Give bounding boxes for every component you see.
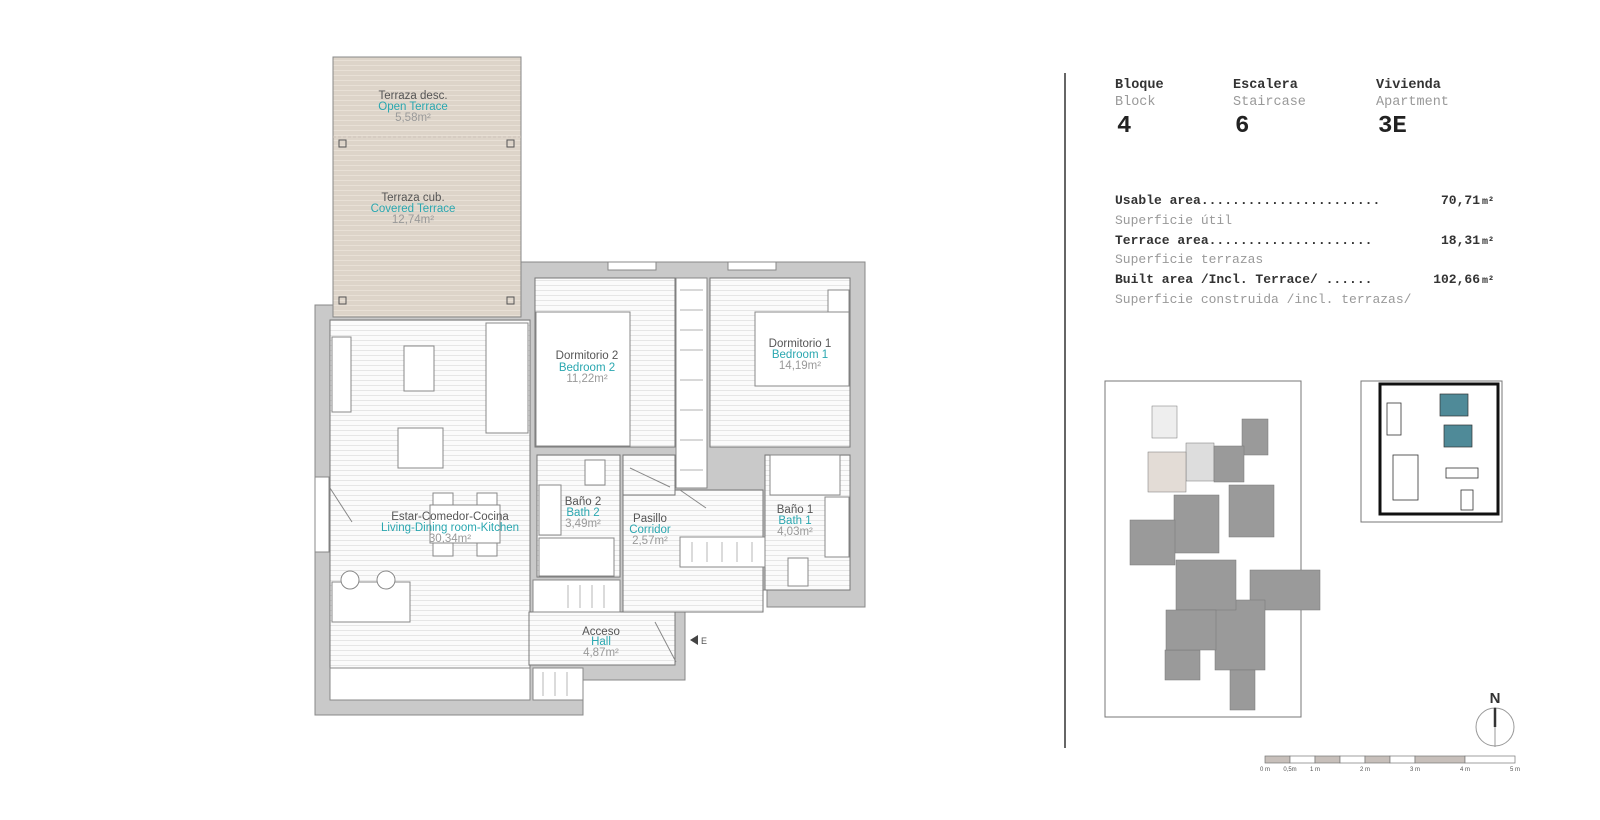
svg-text:m²: m² <box>1482 237 1494 248</box>
svg-text:102,66: 102,66 <box>1433 272 1480 287</box>
svg-text:1 m: 1 m <box>1310 767 1320 773</box>
svg-text:Built area /Incl. Terrace/ ...: Built area /Incl. Terrace/ ...... <box>1115 272 1372 287</box>
svg-text:Bloque: Bloque <box>1115 78 1164 93</box>
svg-text:11,22m²: 11,22m² <box>566 373 608 385</box>
wardrobe-column <box>675 277 708 489</box>
room-label-bath-2: Baño 2 Bath 2 3,49m² <box>565 496 601 530</box>
room-label-living: Estar-Comedor-Cocina Living-Dining room-… <box>381 511 519 545</box>
svg-text:Usable area...................: Usable area....................... <box>1115 193 1380 208</box>
svg-text:Terraza cub.: Terraza cub. <box>381 192 444 204</box>
site-plan <box>1360 380 1503 523</box>
entrance-marker: E <box>690 635 707 646</box>
svg-text:Terrace area..................: Terrace area..................... <box>1115 233 1372 248</box>
corridor-upper-floor <box>622 454 676 496</box>
svg-text:4: 4 <box>1117 113 1131 140</box>
svg-text:Bath 2: Bath 2 <box>566 507 599 519</box>
room-label-bath-1: Baño 1 Bath 1 4,03m² <box>777 504 813 538</box>
furniture <box>314 261 850 623</box>
svg-text:Dormitorio 2: Dormitorio 2 <box>556 350 619 362</box>
wardrobe-hangers <box>542 289 753 696</box>
svg-text:Superficie terrazas: Superficie terrazas <box>1115 252 1263 267</box>
closet-corridor <box>679 536 766 568</box>
svg-text:m²: m² <box>1482 276 1494 287</box>
svg-text:Estar-Comedor-Cocina: Estar-Comedor-Cocina <box>391 511 509 523</box>
svg-text:Baño 1: Baño 1 <box>777 504 813 516</box>
apartment-plan: Terraza desc. Open Terrace 5,58m² Terraz… <box>314 56 866 716</box>
svg-text:Covered Terrace: Covered Terrace <box>371 203 456 215</box>
svg-text:3E: 3E <box>1378 113 1407 140</box>
closet-bath-2 <box>532 579 621 613</box>
unit-info: Bloque Block 4 Escalera Staircase 6 Vivi… <box>1115 78 1449 140</box>
svg-text:m²: m² <box>1482 197 1494 208</box>
svg-text:2 m: 2 m <box>1360 767 1370 773</box>
closet-hall <box>532 667 584 701</box>
svg-text:Bedroom 1: Bedroom 1 <box>772 349 828 361</box>
svg-text:2,57m²: 2,57m² <box>632 535 668 547</box>
svg-text:Staircase: Staircase <box>1233 95 1306 110</box>
svg-text:N: N <box>1490 690 1501 707</box>
svg-text:Apartment: Apartment <box>1376 95 1449 110</box>
svg-text:14,19m²: 14,19m² <box>779 360 821 372</box>
terrace-columns <box>338 139 515 305</box>
svg-text:70,71: 70,71 <box>1441 193 1480 208</box>
svg-text:18,31: 18,31 <box>1441 233 1480 248</box>
terrace-area <box>332 56 522 318</box>
svg-text:3 m: 3 m <box>1410 767 1420 773</box>
door-swings <box>329 467 707 663</box>
svg-text:6: 6 <box>1235 113 1249 140</box>
scale-bar <box>1264 755 1516 764</box>
room-label-open-terrace: Terraza desc. Open Terrace 5,58m² <box>378 90 447 124</box>
svg-text:Superficie construida /incl. t: Superficie construida /incl. terrazas/ <box>1115 292 1412 307</box>
room-label-corridor: Pasillo Corridor 2,57m² <box>629 513 671 547</box>
svg-text:4,87m²: 4,87m² <box>583 647 619 659</box>
svg-text:Baño 2: Baño 2 <box>565 496 601 508</box>
room-label-bedroom-1: Dormitorio 1 Bedroom 1 14,19m² <box>769 338 832 372</box>
svg-text:12,74m²: 12,74m² <box>392 214 434 226</box>
building-key-plan <box>1104 380 1321 718</box>
room-label-bedroom-2: Dormitorio 2 Bedroom 2 11,22m² <box>556 350 619 385</box>
svg-text:Escalera: Escalera <box>1233 78 1298 93</box>
svg-text:Block: Block <box>1115 95 1156 110</box>
svg-text:Pasillo: Pasillo <box>633 513 667 525</box>
svg-text:5,58m²: 5,58m² <box>395 112 431 124</box>
svg-text:Bedroom 2: Bedroom 2 <box>559 362 615 374</box>
svg-text:0,5m: 0,5m <box>1283 767 1296 773</box>
svg-text:Hall: Hall <box>591 636 611 648</box>
scale-labels: 0 m 0,5m 1 m 2 m 3 m 4 m 5 m <box>1260 767 1520 773</box>
svg-text:Terraza desc.: Terraza desc. <box>378 90 447 102</box>
highlighted-building <box>1439 393 1473 448</box>
entrance-arrow-icon <box>690 635 698 645</box>
svg-text:Bath 1: Bath 1 <box>778 515 811 527</box>
svg-text:30,34m²: 30,34m² <box>429 533 471 545</box>
svg-text:Dormitorio 1: Dormitorio 1 <box>769 338 832 350</box>
svg-text:5 m: 5 m <box>1510 767 1520 773</box>
svg-text:3,49m²: 3,49m² <box>565 518 601 530</box>
svg-text:4,03m²: 4,03m² <box>777 526 813 538</box>
room-label-covered-terrace: Terraza cub. Covered Terrace 12,74m² <box>371 192 456 226</box>
hall-floor <box>528 611 676 666</box>
room-label-hall: Acceso Hall 4,87m² <box>582 626 620 659</box>
area-summary: Usable area....................... 70,71… <box>1115 193 1494 307</box>
svg-text:Superficie útil: Superficie útil <box>1115 213 1232 228</box>
svg-text:Living-Dining room-Kitchen: Living-Dining room-Kitchen <box>381 522 519 534</box>
bottom-strip <box>329 667 531 701</box>
svg-text:Vivienda: Vivienda <box>1376 78 1441 93</box>
svg-text:E: E <box>701 636 707 646</box>
svg-text:0 m: 0 m <box>1260 767 1270 773</box>
svg-text:Corridor: Corridor <box>629 524 671 536</box>
svg-text:Open Terrace: Open Terrace <box>378 101 447 113</box>
svg-text:4 m: 4 m <box>1460 767 1470 773</box>
svg-text:Acceso: Acceso <box>582 626 620 638</box>
north-arrow: N <box>1475 690 1515 747</box>
